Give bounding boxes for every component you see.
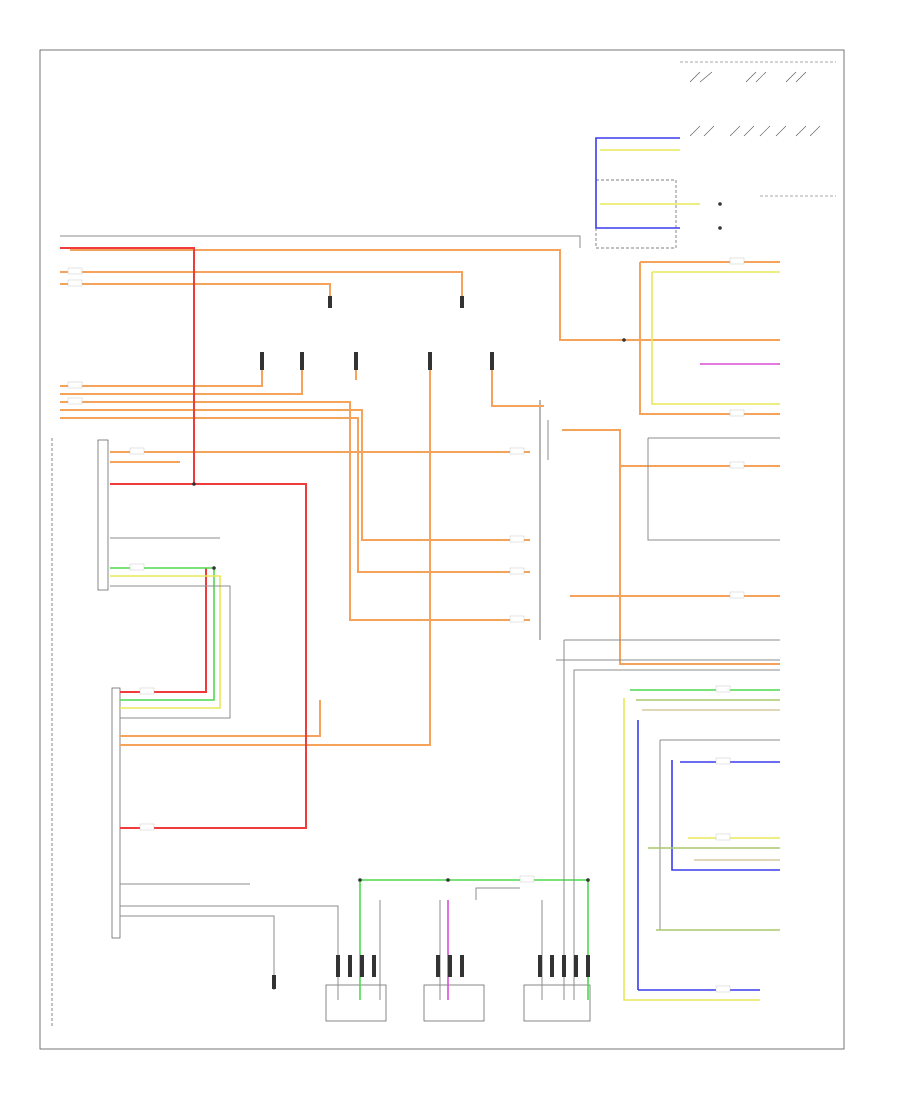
splice-dots [192,202,722,882]
bottom-component-3 [523,984,591,1022]
left-connector-top [97,439,109,591]
diagram-frame [39,49,845,1050]
component-outlines [51,179,677,1028]
gray-wires [60,235,780,1000]
right-switch-box [595,179,677,249]
wire-tags [67,257,745,993]
switch-legend [680,61,836,197]
misc-wires [447,363,780,1000]
connector-pins [260,296,590,989]
orange-wires [60,249,780,746]
green-wires [110,567,780,1000]
left-connector-bottom [111,687,121,939]
bottom-component-2 [423,984,485,1022]
bottom-component-1 [325,984,387,1022]
yellow-wires [110,149,780,1001]
